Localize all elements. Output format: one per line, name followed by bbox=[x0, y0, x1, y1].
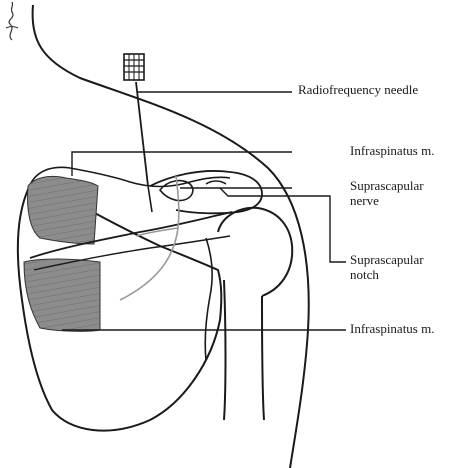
needle-shaft bbox=[136, 82, 148, 186]
needle-tip bbox=[148, 186, 152, 212]
leader-infraspinatus-upper bbox=[72, 152, 292, 176]
humeral-head bbox=[218, 208, 292, 296]
glenoid bbox=[205, 238, 212, 360]
upper-muscle bbox=[28, 176, 99, 244]
acromion bbox=[150, 171, 262, 213]
label-suprascapular-nerve: Suprascapular nerve bbox=[350, 178, 424, 208]
humerus-left bbox=[224, 280, 226, 420]
humerus-right bbox=[262, 296, 264, 420]
label-radiofrequency-needle: Radiofrequency needle bbox=[298, 82, 418, 97]
leader-suprascapular-notch bbox=[220, 188, 346, 262]
label-infraspinatus-upper: Infraspinatus m. bbox=[350, 143, 434, 158]
suprascapular-notch bbox=[206, 181, 226, 184]
label-infraspinatus-lower: Infraspinatus m. bbox=[350, 321, 434, 336]
artist-signature bbox=[0, 0, 24, 44]
label-suprascapular-notch: Suprascapular notch bbox=[350, 252, 424, 282]
